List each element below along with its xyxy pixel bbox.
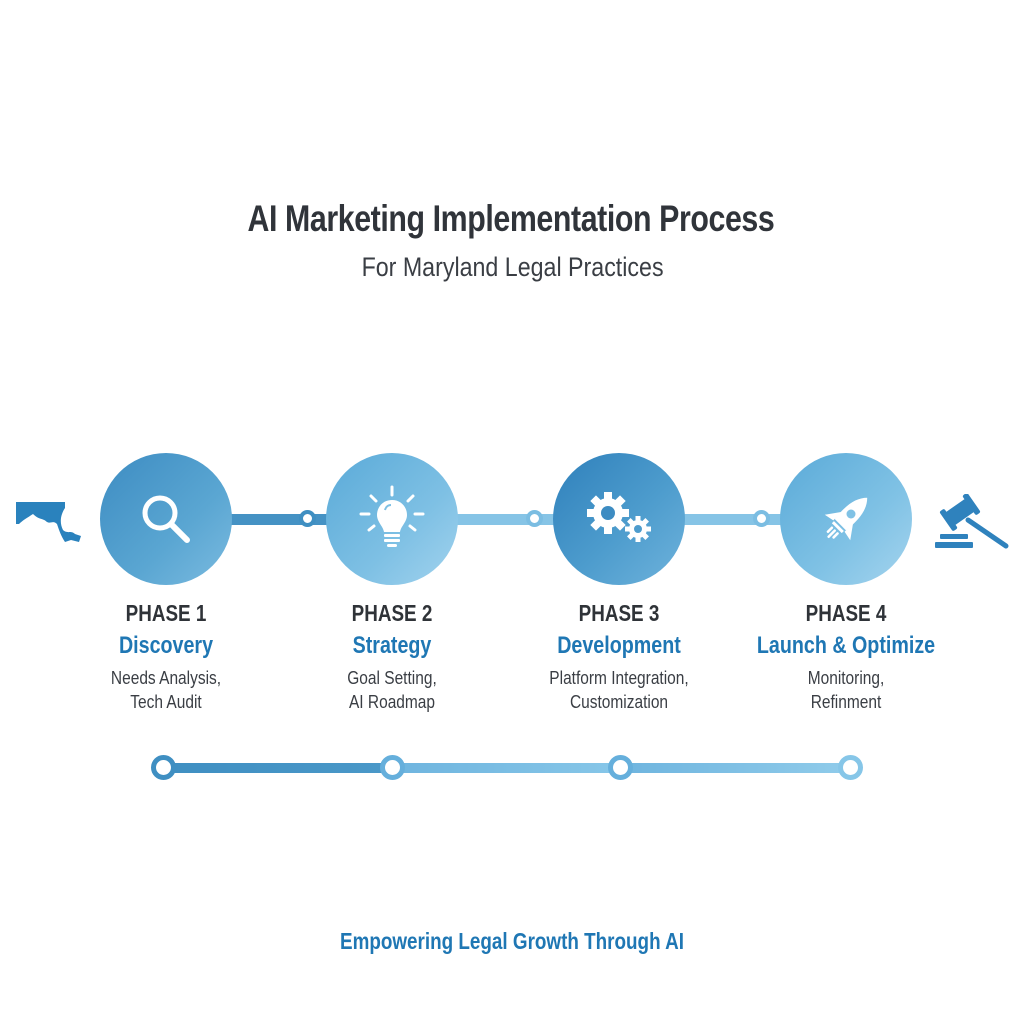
- connector-node-2: [526, 510, 543, 527]
- phase-name: Launch & Optimize: [756, 632, 936, 659]
- timeline-segment-3: [626, 763, 841, 773]
- gears-icon: [587, 492, 651, 542]
- phase-description-line-1: Platform Integration,: [549, 668, 689, 688]
- phase-description-line-1: Needs Analysis,: [110, 668, 222, 688]
- connector-1-2: [230, 514, 330, 525]
- timeline-segment-1: [170, 763, 385, 773]
- phase-2-circle: [326, 453, 458, 585]
- maryland-map-icon: [16, 502, 81, 542]
- phase-3-label: PHASE 3 Development Platform Integration…: [509, 600, 729, 714]
- phase-name: Development: [557, 632, 681, 659]
- footer-tagline: Empowering Legal Growth Through AI: [339, 928, 685, 954]
- timeline-segment-2: [398, 763, 613, 773]
- connector-3-4: [683, 514, 783, 525]
- phase-name: Strategy: [352, 632, 432, 659]
- page-title: AI Marketing Implementation Process: [247, 198, 775, 239]
- page-subtitle: For Maryland Legal Practices: [361, 252, 664, 282]
- phase-description-line-2: Customization: [569, 692, 669, 712]
- timeline-node-4: [838, 755, 863, 780]
- timeline-node-1: [151, 755, 176, 780]
- phase-number: PHASE 2: [351, 600, 433, 626]
- magnifying-glass-icon: [142, 495, 190, 543]
- phase-1-label: PHASE 1 Discovery Needs Analysis, Tech A…: [56, 600, 276, 714]
- phase-description-line-1: Monitoring,: [807, 668, 885, 688]
- connector-2-3: [456, 514, 556, 525]
- phase-4-label: PHASE 4 Launch & Optimize Monitoring, Re…: [736, 600, 956, 714]
- phase-1-circle: [100, 453, 232, 585]
- phase-number: PHASE 3: [578, 600, 660, 626]
- phase-description-line-1: Goal Setting,: [347, 668, 437, 688]
- connector-node-3: [753, 510, 770, 527]
- phase-description-line-2: AI Roadmap: [348, 692, 436, 712]
- phase-description-line-2: Refinment: [810, 692, 882, 712]
- phase-3-circle: [553, 453, 685, 585]
- phase-number: PHASE 1: [125, 600, 207, 626]
- phase-number: PHASE 4: [805, 600, 887, 626]
- rocket-icon: [824, 497, 868, 541]
- phase-description-line-2: Tech Audit: [130, 692, 202, 712]
- connector-node-1: [299, 510, 316, 527]
- phase-name: Discovery: [118, 632, 214, 659]
- phase-2-label: PHASE 2 Strategy Goal Setting, AI Roadma…: [282, 600, 502, 714]
- lightbulb-icon: [359, 485, 425, 547]
- timeline-node-3: [608, 755, 633, 780]
- timeline-node-2: [380, 755, 405, 780]
- gavel-icon: [935, 494, 1009, 549]
- phase-4-circle: [780, 453, 912, 585]
